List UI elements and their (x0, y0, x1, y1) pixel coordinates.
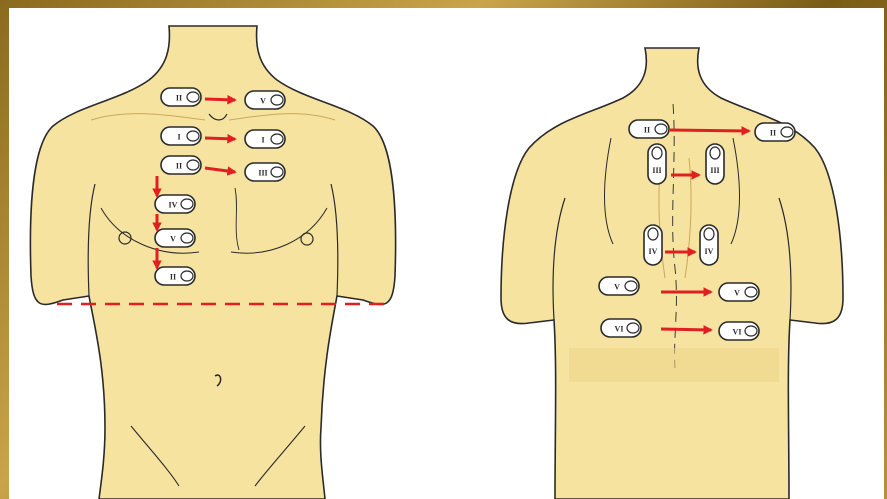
percussion-finger-icon: II (629, 120, 669, 138)
finger-label: V (614, 283, 620, 292)
percussion-finger-icon: I (245, 130, 285, 148)
back-torso (501, 48, 843, 499)
finger-label: V (734, 289, 740, 298)
finger-label: VI (615, 325, 624, 334)
finger-label: II (170, 273, 176, 282)
percussion-finger-icon: IV (700, 225, 718, 265)
finger-label: I (177, 133, 180, 142)
percussion-finger-icon: III (706, 144, 724, 184)
finger-label: I (261, 136, 264, 145)
front-torso (30, 26, 395, 499)
percussion-finger-icon: VI (601, 319, 641, 337)
percussion-finger-icon: V (245, 91, 285, 109)
percussion-finger-icon: III (648, 144, 666, 184)
percussion-finger-icon: VI (719, 322, 759, 340)
percussion-finger-icon: V (599, 277, 639, 295)
finger-label: II (770, 129, 776, 138)
front-body-outline (30, 26, 395, 499)
arrow-right-icon (669, 130, 749, 131)
percussion-finger-icon: V (719, 283, 759, 301)
percussion-finger-icon: II (161, 156, 201, 174)
finger-label: II (176, 94, 182, 103)
percussion-finger-icon: II (161, 88, 201, 106)
arrow-right-icon (205, 138, 235, 139)
finger-label: III (258, 169, 267, 178)
finger-label: II (644, 126, 650, 135)
back-body-outline (501, 48, 843, 499)
arrow-right-icon (205, 99, 235, 100)
finger-label: IV (705, 247, 714, 256)
arrow-right-icon (661, 329, 711, 330)
finger-label: IV (649, 247, 658, 256)
finger-label: II (176, 162, 182, 171)
finger-label: IV (169, 201, 178, 210)
finger-label: III (710, 166, 719, 175)
finger-label: V (260, 97, 266, 106)
finger-label: V (170, 235, 176, 244)
percussion-finger-icon: II (155, 267, 195, 285)
percussion-finger-icon: II (755, 123, 795, 141)
finger-label: III (652, 166, 661, 175)
percussion-finger-icon: I (161, 127, 201, 145)
percussion-finger-icon: IV (155, 195, 195, 213)
percussion-finger-icon: IV (644, 225, 662, 265)
lower-back-shade (569, 348, 779, 382)
finger-label: VI (733, 328, 742, 337)
percussion-finger-icon: V (155, 229, 195, 247)
percussion-finger-icon: III (245, 163, 285, 181)
